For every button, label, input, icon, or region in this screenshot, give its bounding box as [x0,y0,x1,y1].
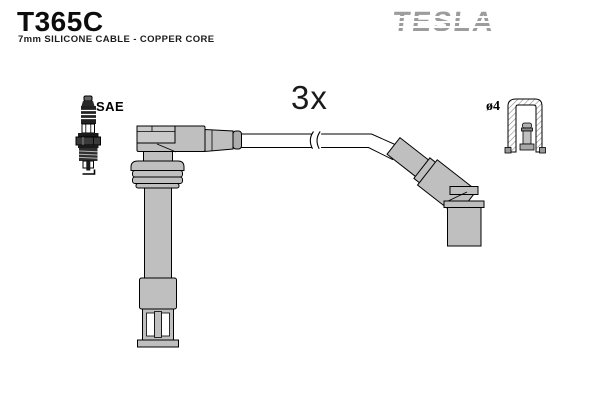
logo-stripe [391,21,497,23]
logo-stripe [391,26,497,28]
quantity-label: 3x [291,79,328,116]
spark-plug-standard-label: SAE [96,99,125,114]
spark-plug-icon [75,95,101,175]
ignition-lead-icon [130,125,485,348]
connector-cross-section-icon [504,98,546,154]
logo-stripe [391,31,497,33]
connector-diameter-label: ø4 [486,99,500,114]
product-description: 7mm SILICONE CABLE - COPPER CORE [18,34,215,45]
product-code: T365C [17,6,104,37]
brand-logo: TESLA [391,6,497,37]
logo-stripe [391,16,497,18]
